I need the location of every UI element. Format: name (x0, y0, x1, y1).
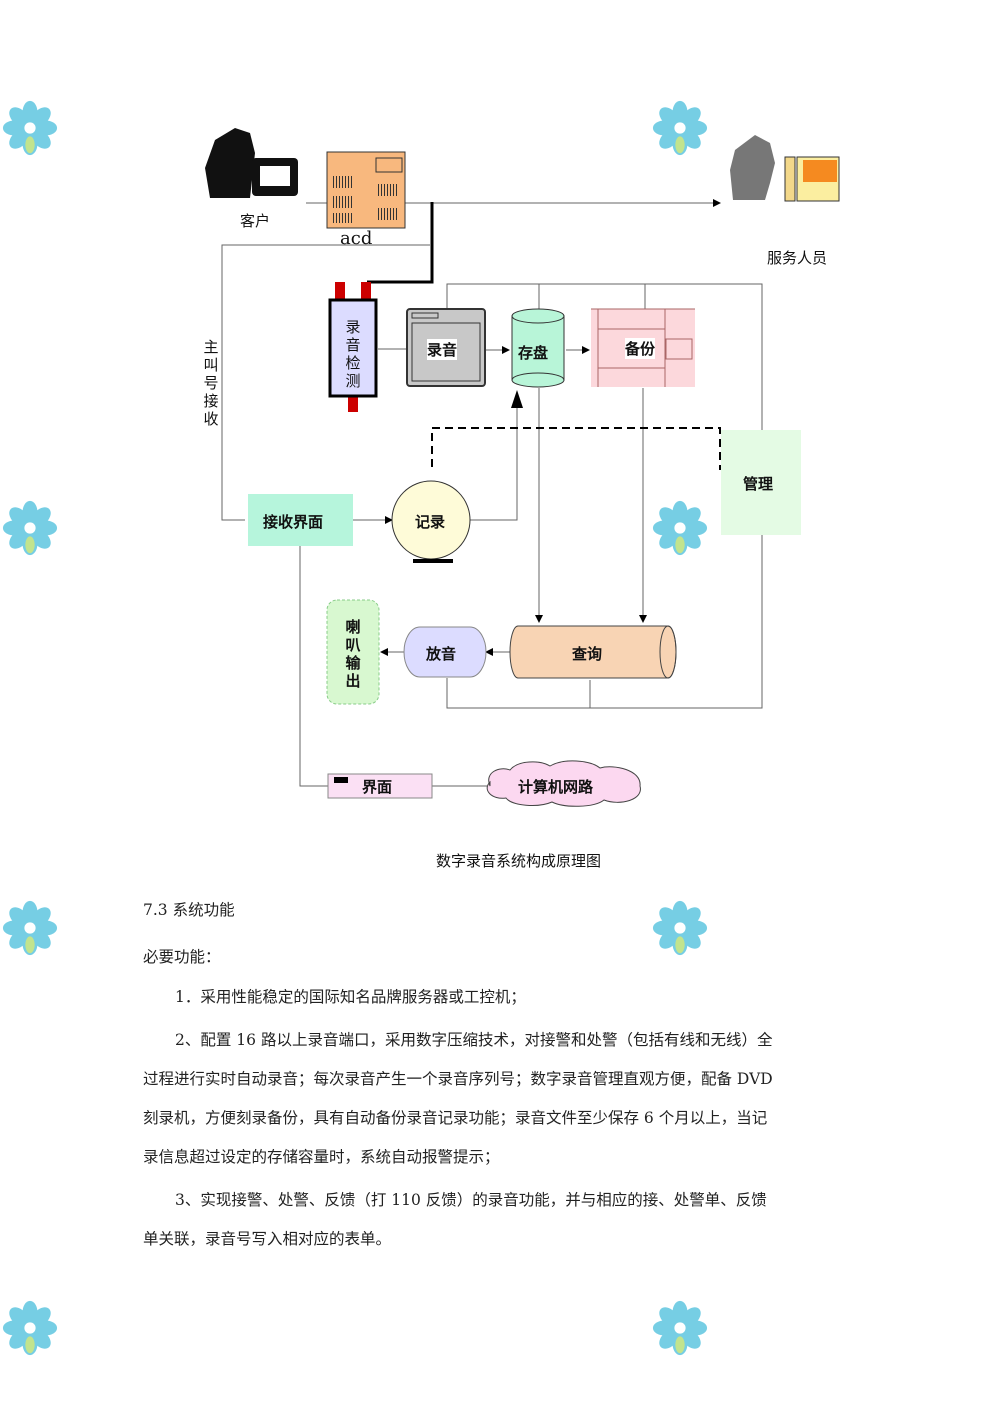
record-log-label: 记录 (415, 513, 446, 531)
playback-label: 放音 (426, 645, 457, 663)
paragraph-line: 单关联，录音号写入相对应的表单。 (143, 1230, 392, 1248)
service-staff-label: 服务人员 (767, 249, 828, 267)
paragraph-line: 1．采用性能稳定的国际知名品牌服务器或工控机； (175, 988, 526, 1006)
paragraph-line: 录信息超过设定的存储容量时，系统自动报警提示； (143, 1148, 500, 1166)
paragraph-line: 2、配置 16 路以上录音端口，采用数字压缩技术，对接警和处警（包括有线和无线）… (175, 1031, 773, 1049)
backup-box (591, 308, 695, 387)
acd-switch-icon (326, 151, 406, 229)
interface-label: 界面 (362, 778, 393, 796)
management-label: 管理 (743, 475, 774, 493)
service-staff-figure-icon (730, 135, 840, 202)
customer-label: 客户 (240, 212, 271, 230)
query-label: 查询 (572, 645, 603, 663)
query-cylinder (509, 625, 677, 679)
paragraph-line: 刻录机，方便刻录备份，具有自动备份录音记录功能；录音文件至少保存 6 个月以上，… (143, 1109, 768, 1127)
paragraph-line: 3、实现接警、处警、反馈（打 110 反馈）的录音功能，并与相应的接、处警单、反… (175, 1191, 767, 1209)
caller-id-label: 主叫号接收 (203, 338, 219, 428)
storage-disk-icon (511, 308, 565, 388)
homedo-watermark-logo (652, 1300, 708, 1356)
receive-ui-label: 接收界面 (263, 513, 324, 531)
homedo-watermark-logo (2, 900, 58, 956)
speaker-output-label: 喇叭输出 (345, 618, 361, 690)
subheading: 必要功能： (143, 948, 221, 966)
record-detect-label: 录音检测 (345, 318, 361, 390)
backup-label: 备份 (625, 338, 656, 359)
section-heading: 7.3 系统功能 (143, 901, 235, 919)
network-label: 计算机网路 (518, 778, 594, 796)
receive-ui-box (248, 494, 353, 546)
recording-label: 录音 (427, 339, 458, 360)
speaker-box (326, 599, 380, 705)
system-diagram (205, 128, 840, 807)
customer-figure-icon (205, 128, 298, 198)
record-detect-box (328, 298, 378, 398)
homedo-watermark-logo (2, 1300, 58, 1356)
management-box (721, 430, 801, 535)
diagram-caption: 数字录音系统构成原理图 (436, 852, 602, 870)
storage-label: 存盘 (518, 344, 549, 362)
acd-label: acd (340, 228, 373, 249)
paragraph-line: 过程进行实时自动录音；每次录音产生一个录音序列号；数字录音管理直观方便，配备 D… (143, 1070, 773, 1088)
